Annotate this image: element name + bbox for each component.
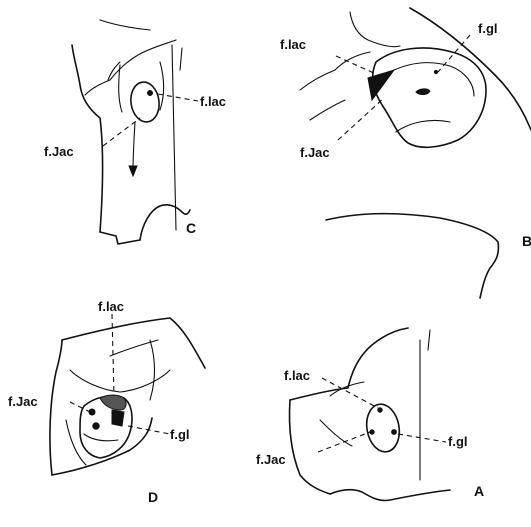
panel-b-label-f-lac: f.lac xyxy=(280,37,306,52)
panel-d-label-f-gl: f.gl xyxy=(170,427,190,442)
panel-b-label-f-gl: f.gl xyxy=(478,21,498,36)
panel-a-label-f-jac: f.Jac xyxy=(256,452,286,467)
panel-d-label-f-lac: f.lac xyxy=(98,299,124,314)
panel-c-label-f-jac: f.Jac xyxy=(44,144,74,159)
panel-a-drawing xyxy=(289,328,450,501)
panel-b: f.lac f.gl f.Jac B xyxy=(280,8,531,298)
panel-c-label-f-lac: f.lac xyxy=(200,94,226,109)
panel-d: f.lac f.Jac f.gl D xyxy=(8,299,205,505)
panel-a-label-f-gl: f.gl xyxy=(448,434,468,449)
panel-a-letter: A xyxy=(474,483,484,499)
panel-d-label-f-jac: f.Jac xyxy=(8,394,38,409)
panel-d-drawing xyxy=(50,314,205,475)
panel-c: f.lac f.Jac C xyxy=(44,20,226,244)
panel-a-label-f-lac: f.lac xyxy=(284,368,310,383)
panel-c-drawing xyxy=(72,20,198,244)
panel-a: f.lac f.gl f.Jac A xyxy=(256,328,484,501)
panel-c-letter: C xyxy=(186,220,196,236)
panel-d-letter: D xyxy=(148,489,158,505)
panel-b-drawing xyxy=(300,8,531,298)
panel-b-label-f-jac: f.Jac xyxy=(300,145,330,160)
panel-b-letter: B xyxy=(522,233,531,249)
